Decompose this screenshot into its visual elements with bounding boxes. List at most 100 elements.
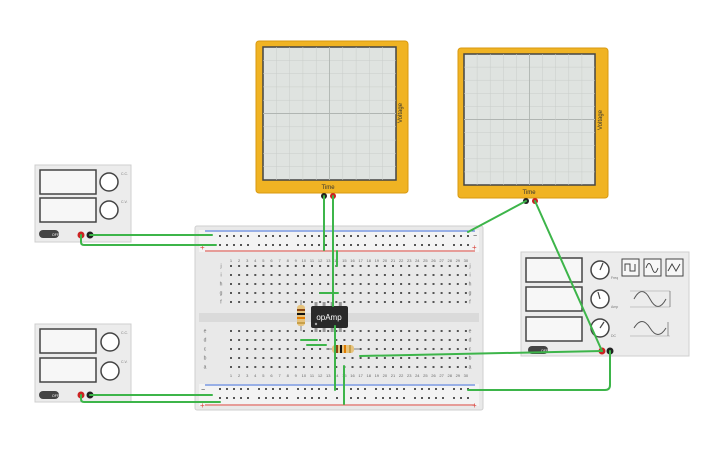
rail-plus-label-bottom-right: +: [472, 401, 477, 410]
row-label: j: [219, 264, 221, 270]
oscilloscope-1[interactable]: Time Voltage: [255, 40, 409, 199]
column-label: 21: [391, 373, 396, 378]
psu-1-power-switch[interactable]: [39, 230, 59, 238]
column-label: 8: [287, 258, 290, 263]
column-label: 13: [326, 373, 331, 378]
column-label: 4: [254, 373, 257, 378]
wire-fg-signal[interactable]: [359, 350, 603, 357]
column-label: 15: [342, 258, 347, 263]
wire-psu1-positive[interactable]: [80, 234, 217, 246]
row-label: g: [469, 291, 472, 297]
psu-2-voltage-knob[interactable]: [100, 361, 120, 381]
fg-knob-label-1: Freq: [611, 276, 618, 280]
column-label: 22: [399, 373, 404, 378]
psu-1-display-1: [39, 169, 97, 195]
fg-knob-label-2: Amp: [611, 305, 618, 309]
column-label: 16: [350, 258, 355, 263]
square-wave-icon: [624, 263, 636, 272]
row-label: f: [469, 300, 471, 306]
column-label: 30: [464, 373, 469, 378]
column-label: 7: [278, 258, 281, 263]
column-label: 18: [366, 373, 371, 378]
power-supply-2[interactable]: C.C. C.V. OFF: [34, 323, 132, 403]
psu-2-current-knob[interactable]: [100, 332, 120, 352]
wire-psu2-positive[interactable]: [80, 394, 221, 403]
column-label: 2: [238, 373, 241, 378]
column-label: 30: [464, 258, 469, 263]
psu-2-display-1: [39, 328, 97, 354]
row-label: b: [204, 356, 207, 362]
column-label: 24: [415, 373, 420, 378]
psu-2-power-label: OFF: [52, 394, 59, 398]
column-label: 3: [246, 258, 249, 263]
fg-power-label: OFF: [541, 349, 548, 353]
opamp-chip[interactable]: opAmp: [311, 302, 348, 332]
scope-1-x-label: Time: [321, 185, 335, 191]
column-label: 12: [318, 258, 323, 263]
column-label: 6: [270, 258, 273, 263]
fg-display-1: [525, 257, 583, 283]
column-label: 2: [238, 258, 241, 263]
column-label: 28: [447, 373, 452, 378]
triangle-wave-icon: [667, 262, 681, 273]
wires[interactable]: [80, 195, 611, 405]
psu-2-knob1-label: C.C.: [121, 331, 128, 335]
function-generator[interactable]: Freq Amp DC OFF: [520, 251, 690, 357]
scope-2-grid: [464, 54, 595, 185]
resistor-vertical[interactable]: [297, 300, 305, 331]
column-label: 17: [358, 373, 363, 378]
rail-minus-label-bottom: −: [201, 387, 205, 394]
sine-wave-icon: [645, 263, 659, 273]
column-label: 1: [230, 373, 233, 378]
row-label: i: [220, 273, 221, 279]
scope-1-y-label: Voltage: [398, 102, 404, 123]
rail-plus-label-top: +: [200, 243, 205, 252]
row-label: i: [469, 273, 470, 279]
psu-2-knob2-label: C.V.: [121, 360, 128, 364]
column-label: 19: [375, 258, 380, 263]
rail-plus-label-bottom: +: [200, 401, 205, 410]
psu-1-power-label: OFF: [52, 233, 59, 237]
column-label: 5: [262, 258, 265, 263]
column-label: 25: [423, 258, 428, 263]
column-label: 29: [456, 373, 461, 378]
column-label: 12: [318, 373, 323, 378]
scope-1-grid: [263, 47, 396, 180]
row-label: a: [469, 365, 472, 371]
oscilloscope-2[interactable]: Time Voltage: [457, 47, 609, 204]
fg-display-2: [525, 286, 583, 312]
column-label: 21: [391, 258, 396, 263]
row-label: j: [468, 264, 470, 270]
psu-1-knob2-label: C.V.: [121, 200, 128, 204]
wire-scope2-neg[interactable]: [467, 200, 527, 233]
column-label: 20: [383, 258, 388, 263]
psu-1-display-2: [39, 197, 97, 223]
row-label: g: [220, 291, 223, 297]
psu-2-power-switch[interactable]: [39, 391, 59, 399]
row-label: d: [469, 338, 472, 344]
fg-knob-label-3: DC: [611, 334, 617, 338]
column-label: 14: [334, 373, 339, 378]
psu-1-knob1-label: C.C.: [121, 172, 128, 176]
column-label: 29: [456, 258, 461, 263]
row-label: f: [220, 300, 222, 306]
column-label: 11: [310, 258, 315, 263]
psu-1-current-knob[interactable]: [99, 172, 119, 192]
psu-1-voltage-knob[interactable]: [99, 200, 119, 220]
wire-fg-ground[interactable]: [467, 350, 611, 391]
column-label: 4: [254, 258, 257, 263]
column-label: 17: [358, 258, 363, 263]
wire-scope2-pos[interactable]: [534, 200, 603, 352]
resistor-horizontal[interactable]: [326, 345, 360, 353]
column-label: 5: [262, 373, 265, 378]
fg-display-3: [525, 316, 583, 342]
row-label: d: [204, 338, 207, 344]
column-label: 19: [375, 373, 380, 378]
power-supply-1[interactable]: C.C. C.V. OFF: [34, 164, 132, 243]
column-label: 10: [302, 258, 307, 263]
scope-2-y-label: Voltage: [598, 109, 604, 130]
rail-plus-label-top-right: +: [472, 243, 477, 252]
row-label: e: [469, 329, 472, 335]
column-label: 23: [407, 373, 412, 378]
